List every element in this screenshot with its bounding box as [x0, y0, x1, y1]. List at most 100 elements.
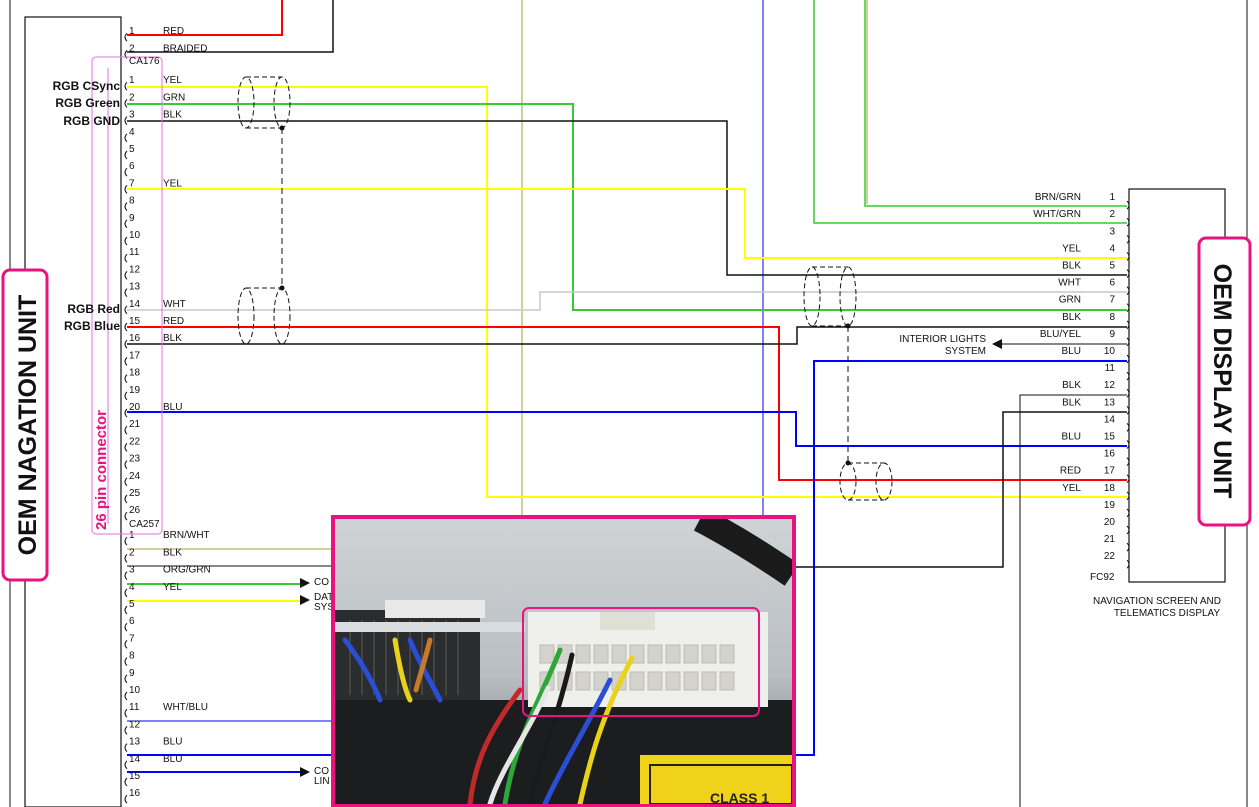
partial-label-1: DAT: [314, 592, 333, 603]
nav-pin: 7: [124, 633, 135, 649]
nav-pin-number: 13: [129, 282, 141, 293]
nav-pin-number: 5: [129, 599, 135, 610]
nav-pin-wire-label: BLU: [163, 402, 182, 413]
nav-pin-number: 16: [129, 333, 141, 344]
nav-pin-number: 21: [129, 419, 141, 430]
pin-contact: [1126, 200, 1130, 210]
pin-contact: [1126, 371, 1130, 381]
wire-traces: [127, 0, 1127, 807]
nav-pin-number: 15: [129, 771, 141, 782]
nav-pin-number: 22: [129, 436, 141, 447]
pin-contact: [124, 777, 128, 787]
nav-pin-number: 23: [129, 454, 141, 465]
connector-26pin-outline: [91, 56, 163, 535]
pin-contact: [124, 357, 128, 366]
nav-pin-number: 8: [129, 196, 135, 207]
nav-pin-number: 18: [129, 368, 141, 379]
nav-pin-number: 5: [129, 144, 135, 155]
nav-pin-number: 3: [129, 110, 135, 121]
nav-pin-number: 25: [129, 488, 141, 499]
connector-id-fc92: FC92: [1090, 572, 1115, 583]
rgb-labels: RGB CSync RGB Green RGB GND RGB Red RGB …: [53, 79, 121, 333]
display-pin-wire-label: BLK: [1062, 261, 1081, 272]
wire-yellow-pin7: [127, 188, 1127, 259]
wire-csync-yellow: [127, 86, 1127, 498]
nav-pin: 8: [124, 196, 135, 211]
nav-pin: 12: [124, 719, 141, 735]
display-pin-number: 1: [1109, 192, 1115, 203]
display-pin-number: 8: [1109, 312, 1115, 323]
nav-pin-wire-label: BRAIDED: [163, 43, 207, 54]
display-pin-wire-label: BLU: [1062, 432, 1081, 443]
display-pin: 14: [1104, 414, 1130, 432]
pin-contact: [1126, 491, 1130, 501]
pin-contact: [124, 794, 128, 804]
pin-contact: [124, 622, 128, 632]
nav-pin-number: 13: [129, 737, 141, 748]
display-pin-number: 6: [1109, 278, 1115, 289]
pin-contact: [124, 133, 128, 143]
nav-pin-wire-label: BLU: [163, 737, 182, 748]
display-pin-number: 11: [1105, 363, 1116, 374]
pin-contact: [124, 219, 128, 229]
display-pin-wire-label: BLK: [1062, 312, 1081, 323]
display-pin: 22: [1104, 551, 1130, 569]
nav-pin-number: 17: [129, 350, 141, 361]
pin-contact: [1126, 234, 1130, 244]
nav-pin: 23: [124, 454, 141, 469]
nav-pin-number: 12: [129, 719, 141, 730]
nav-pin: 4: [124, 127, 135, 143]
interior-lights-line2: SYSTEM: [945, 346, 986, 357]
pin-contact: [1126, 303, 1130, 313]
arrow-icon: [300, 578, 310, 588]
pin-contact: [124, 271, 128, 280]
rgb-blue-label: RGB Blue: [64, 319, 120, 333]
nav-pin: 12: [124, 264, 141, 280]
rgb-green-label: RGB Green: [55, 96, 120, 110]
nav-pin-number: 8: [129, 651, 135, 662]
pin-contact: [124, 391, 128, 401]
pin-contact: [1126, 423, 1130, 432]
pin-contact: [1126, 320, 1130, 330]
pin-contact: [124, 116, 128, 125]
pin-contact: [124, 236, 128, 246]
partial-label-4: LIN: [314, 776, 330, 787]
nav-pin-wire-label: WHT: [163, 299, 186, 310]
nav-pin-number: 2: [129, 43, 135, 54]
nav-pin-number: 4: [129, 127, 135, 138]
display-pin-wire-label: WHT/GRN: [1033, 209, 1081, 220]
nav-pin: 26: [124, 505, 141, 521]
display-pin-number: 22: [1104, 551, 1116, 562]
display-unit-label: OEM DISPLAY UNIT: [1197, 236, 1252, 527]
nav-pin: 6: [124, 616, 135, 632]
display-pin: 16: [1104, 449, 1130, 466]
nav-pin-number: 4: [129, 582, 135, 593]
nav-pin: 5: [124, 599, 135, 615]
pin-contact: [124, 760, 128, 770]
nav-pin: 22: [124, 436, 141, 452]
display-pin: 3: [1109, 226, 1130, 244]
wire-green-vertical-b: [864, 0, 1127, 207]
nav-pin-number: 1: [129, 75, 135, 86]
nav-pin-number: 9: [129, 668, 135, 679]
nav-pin-wire-label: BLU: [163, 754, 182, 765]
wire-black-pin13: [760, 411, 1127, 568]
pin-contact: [1126, 354, 1130, 364]
display-pin-wire-label: BLK: [1062, 380, 1081, 391]
nav-unit-label: OEM NAGATION UNIT: [1, 268, 49, 582]
pin-contact: [1126, 525, 1130, 535]
display-pin-number: 3: [1109, 226, 1115, 237]
wire-blue-pin20: [127, 411, 1127, 447]
pin-contact: [124, 202, 128, 211]
display-pin: 8 BLK: [1062, 312, 1130, 330]
nav-pin: 17: [124, 350, 141, 366]
display-pin-number: 7: [1109, 295, 1115, 306]
